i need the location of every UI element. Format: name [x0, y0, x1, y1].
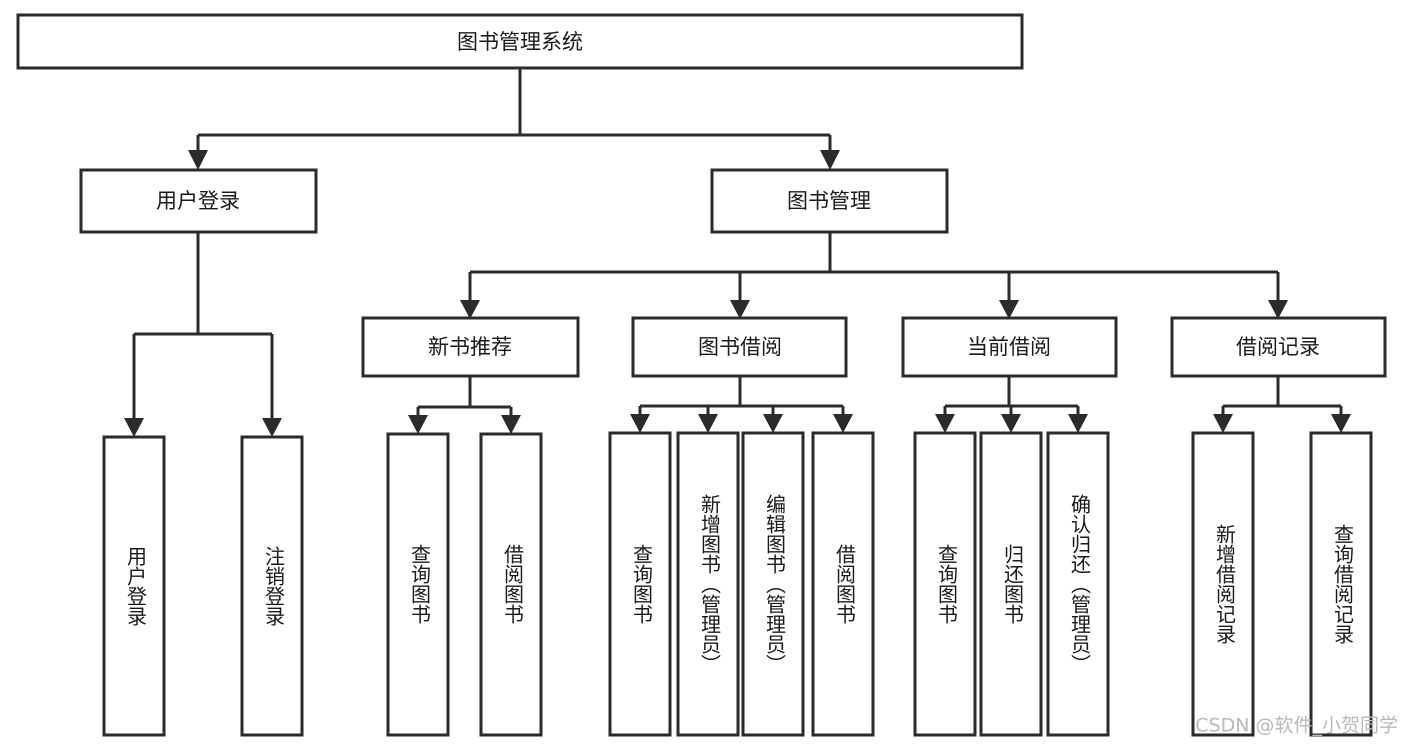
node-user-login[interactable]: 用户登录: [79, 168, 318, 234]
node-leaf-add-record-box[interactable]: [1191, 431, 1255, 737]
node-leaf-query-book-1[interactable]: 查询图书: [386, 432, 450, 737]
node-root[interactable]: 图书管理系统: [16, 13, 1024, 70]
node-borrow-record[interactable]: 借阅记录: [1170, 316, 1387, 378]
node-borrow-record-box[interactable]: [1170, 316, 1387, 378]
node-leaf-borrow-book-1-label: 借阅图书: [501, 544, 525, 624]
node-leaf-query-record-box[interactable]: [1309, 431, 1373, 737]
arrowhead-leaf-query-book-2: [630, 414, 650, 433]
node-book-borrow[interactable]: 图书借阅: [631, 316, 848, 378]
node-leaf-query-book-2-label: 查询图书: [630, 544, 654, 624]
node-new-book-recommend[interactable]: 新书推荐: [361, 316, 580, 378]
arrowhead-new-book-recommend: [460, 300, 480, 319]
arrowhead-leaf-user-logout: [262, 418, 282, 437]
node-leaf-user-logout-box[interactable]: [240, 435, 304, 737]
node-leaf-user-logout[interactable]: 注销登录: [240, 435, 304, 737]
node-leaf-borrow-book-2-box[interactable]: [811, 431, 875, 737]
node-user-login-box[interactable]: [79, 168, 318, 234]
node-leaf-query-book-3[interactable]: 查询图书: [913, 431, 977, 737]
node-current-borrow-box[interactable]: [901, 316, 1118, 378]
node-leaf-edit-book-label: 编辑图书（管理员）: [763, 494, 787, 674]
arrowhead-borrow-record: [1268, 300, 1288, 319]
arrowhead-book-borrow: [730, 300, 750, 319]
node-leaf-query-book-2[interactable]: 查询图书: [608, 431, 672, 737]
node-leaf-add-book[interactable]: 新增图书（管理员）: [676, 431, 740, 737]
arrowhead-leaf-return-book: [1001, 414, 1021, 433]
node-leaf-borrow-book-2[interactable]: 借阅图书: [811, 431, 875, 737]
arrowhead-leaf-query-record: [1331, 414, 1351, 433]
node-root-box[interactable]: [16, 13, 1024, 70]
arrowhead-leaf-add-record: [1213, 414, 1233, 433]
arrowhead-user-login: [188, 150, 208, 170]
connector-layer: [124, 68, 1351, 437]
node-new-book-recommend-label: 新书推荐: [428, 335, 512, 359]
node-leaf-confirm-return[interactable]: 确认归还（管理员）: [1046, 431, 1110, 737]
node-leaf-query-book-1-box[interactable]: [386, 432, 450, 737]
arrowhead-leaf-query-book-3: [935, 414, 955, 433]
node-leaf-borrow-book-1[interactable]: 借阅图书: [479, 432, 543, 737]
node-current-borrow-label: 当前借阅: [967, 335, 1051, 359]
node-leaf-add-record-label: 新增借阅记录: [1213, 524, 1237, 644]
arrowhead-leaf-user-login: [124, 418, 144, 437]
node-new-book-recommend-box[interactable]: [361, 316, 580, 378]
node-leaf-user-logout-label: 注销登录: [262, 546, 286, 626]
node-layer: 图书管理系统 用户登录 图书管理 新书推荐 图书借阅 当前: [16, 13, 1387, 737]
node-leaf-return-book[interactable]: 归还图书: [979, 431, 1043, 737]
watermark-label: CSDN @软件_小贺同学: [1195, 715, 1398, 737]
node-leaf-confirm-return-box[interactable]: [1046, 431, 1110, 737]
node-leaf-edit-book[interactable]: 编辑图书（管理员）: [741, 431, 805, 737]
arrowhead-leaf-borrow-book-2: [833, 414, 853, 433]
arrowhead-book-manage: [820, 150, 840, 170]
node-leaf-return-book-box[interactable]: [979, 431, 1043, 737]
node-leaf-query-record-label: 查询借阅记录: [1331, 524, 1355, 644]
arrowhead-leaf-confirm-return: [1068, 414, 1088, 433]
node-leaf-user-login[interactable]: 用户登录: [102, 435, 166, 737]
node-root-label: 图书管理系统: [457, 30, 583, 54]
node-leaf-borrow-book-2-label: 借阅图书: [833, 544, 857, 624]
arrowhead-leaf-borrow-book-1: [501, 415, 521, 434]
node-leaf-return-book-label: 归还图书: [1001, 544, 1025, 624]
node-book-manage[interactable]: 图书管理: [710, 168, 949, 234]
arrowhead-leaf-query-book-1: [408, 415, 428, 434]
node-book-manage-box[interactable]: [710, 168, 949, 234]
node-borrow-record-label: 借阅记录: [1236, 335, 1320, 359]
node-book-manage-label: 图书管理: [787, 189, 871, 213]
node-leaf-query-book-2-box[interactable]: [608, 431, 672, 737]
node-current-borrow[interactable]: 当前借阅: [901, 316, 1118, 378]
arrowhead-leaf-edit-book: [763, 414, 783, 433]
node-book-borrow-label: 图书借阅: [698, 335, 782, 359]
node-leaf-add-book-box[interactable]: [676, 431, 740, 737]
node-leaf-query-book-1-label: 查询图书: [408, 544, 432, 624]
node-leaf-query-record[interactable]: 查询借阅记录: [1309, 431, 1373, 737]
node-leaf-borrow-book-1-box[interactable]: [479, 432, 543, 737]
node-leaf-add-record[interactable]: 新增借阅记录: [1191, 431, 1255, 737]
arrowhead-leaf-add-book: [698, 414, 718, 433]
node-leaf-query-book-3-label: 查询图书: [935, 544, 959, 624]
node-book-borrow-box[interactable]: [631, 316, 848, 378]
node-leaf-add-book-label: 新增图书（管理员）: [698, 494, 722, 674]
node-leaf-edit-book-box[interactable]: [741, 431, 805, 737]
node-leaf-query-book-3-box[interactable]: [913, 431, 977, 737]
node-user-login-label: 用户登录: [156, 189, 240, 213]
node-leaf-confirm-return-label: 确认归还（管理员）: [1068, 494, 1092, 674]
arrowhead-current-borrow: [999, 300, 1019, 319]
node-leaf-user-login-label: 用户登录: [124, 546, 148, 626]
node-leaf-user-login-box[interactable]: [102, 435, 166, 737]
